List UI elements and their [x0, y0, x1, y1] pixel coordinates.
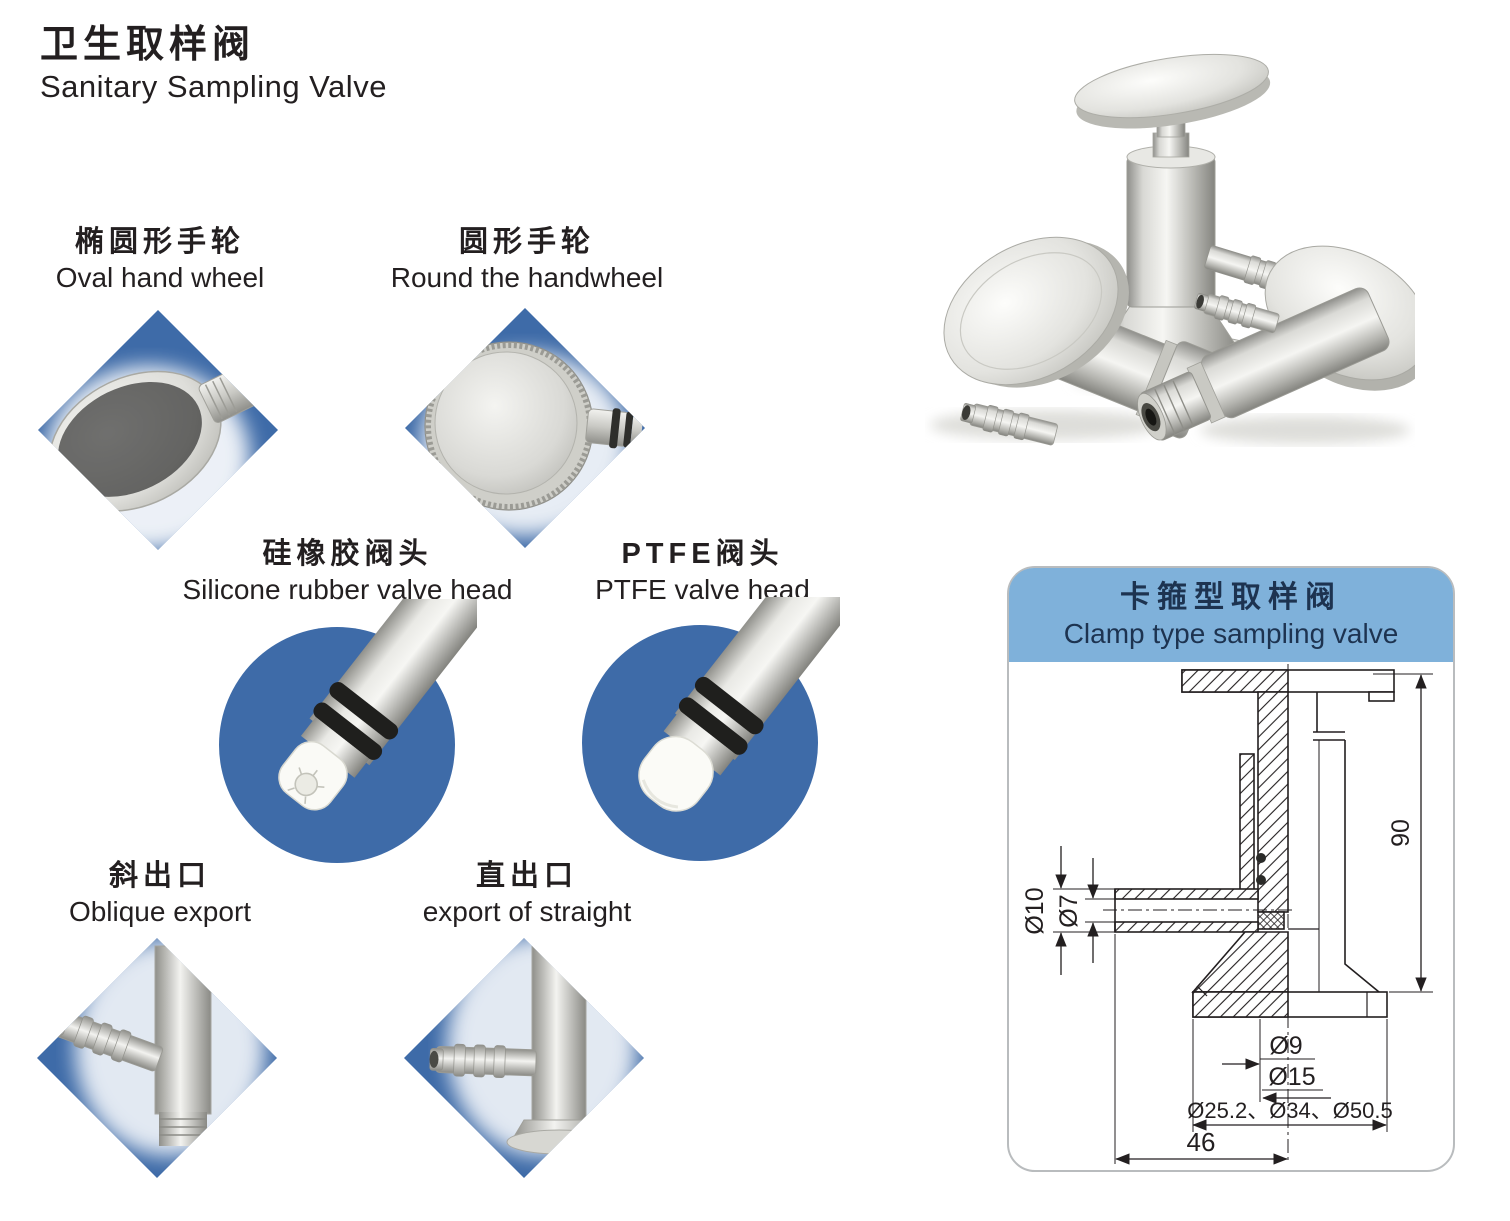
feature-oblique-export-label: 斜出口 Oblique export [15, 858, 305, 929]
clamp-disc [943, 236, 1129, 388]
panel-title-cn: 卡箍型取样阀 [1120, 581, 1342, 614]
feature-oval-hand-wheel-label: 椭圆形手轮 Oval hand wheel [15, 224, 305, 295]
dim-outlet-inner: Ø7 [1055, 894, 1083, 927]
dim-ferrule-diameters: Ø25.2、Ø34、Ø50.5 [1187, 1098, 1392, 1123]
feature-oblique-export-image [37, 938, 277, 1178]
product-photo-sampling-valves [930, 53, 1415, 446]
oval-cap [1074, 53, 1271, 129]
dim-outlet-outer: Ø10 [1021, 887, 1049, 934]
feature-round-handwheel-en: Round the handwheel [390, 262, 664, 293]
extension-lines [1053, 673, 1433, 1164]
feature-silicone-head-label: 硅橡胶阀头 Silicone rubber valve head [160, 536, 535, 607]
feature-straight-export-image [404, 938, 644, 1178]
valve-lying-right [1137, 245, 1415, 441]
panel-title-en: Clamp type sampling valve [1063, 618, 1399, 649]
dim-outlet-length: 46 [1187, 1127, 1216, 1157]
feature-round-handwheel-cn: 圆形手轮 [458, 226, 595, 258]
feature-oblique-export-cn: 斜出口 [108, 860, 211, 892]
valve-section-geometry [1114, 669, 1395, 1018]
page-title-cn: 卫生取样阀 [40, 24, 256, 66]
page-title: 卫生取样阀 Sanitary Sampling Valve [40, 22, 387, 106]
oblique-export-photo [50, 940, 265, 1156]
page-title-en: Sanitary Sampling Valve [40, 69, 387, 104]
dim-stem-diameter: Ø9 [1269, 1032, 1302, 1060]
feature-oval-hand-wheel-image [38, 310, 278, 550]
straight-export-photo [429, 938, 637, 1156]
dim-overall-height: 90 [1387, 819, 1415, 847]
feature-silicone-head-image [219, 599, 477, 863]
ptfe-valve-head-photo [638, 597, 840, 812]
feature-straight-export-en: export of straight [422, 896, 632, 927]
clamp-valve-panel: 卡箍型取样阀 Clamp type sampling valve [1007, 566, 1455, 1172]
feature-silicone-head-cn: 硅橡胶阀头 [262, 538, 433, 570]
centerlines [1103, 664, 1293, 1162]
feature-straight-export-cn: 直出口 [475, 860, 578, 892]
feature-round-handwheel-image [405, 308, 645, 548]
feature-straight-export-label: 直出口 export of straight [382, 858, 672, 929]
feature-oval-hand-wheel-en: Oval hand wheel [55, 262, 265, 293]
dim-seat-diameter: Ø15 [1268, 1063, 1315, 1091]
barb-outlet [1194, 293, 1280, 334]
feature-round-handwheel-label: 圆形手轮 Round the handwheel [377, 224, 677, 295]
barb-outlet [960, 403, 1058, 446]
dimension-lines [1055, 674, 1427, 1165]
feature-ptfe-head-cn: PTFE阀头 [621, 538, 784, 570]
feature-oblique-export-en: Oblique export [68, 896, 252, 927]
feature-ptfe-head-image [582, 597, 840, 861]
feature-oval-hand-wheel-cn: 椭圆形手轮 [74, 226, 245, 258]
panel-header: 卡箍型取样阀 Clamp type sampling valve [1009, 568, 1453, 662]
technical-drawing-cross-section: Ø10 Ø7 90 Ø9 Ø15 Ø25.2、Ø34、Ø50.5 46 [1021, 664, 1433, 1165]
silicone-valve-head-photo [278, 599, 477, 811]
round-handwheel-photo [421, 341, 644, 536]
